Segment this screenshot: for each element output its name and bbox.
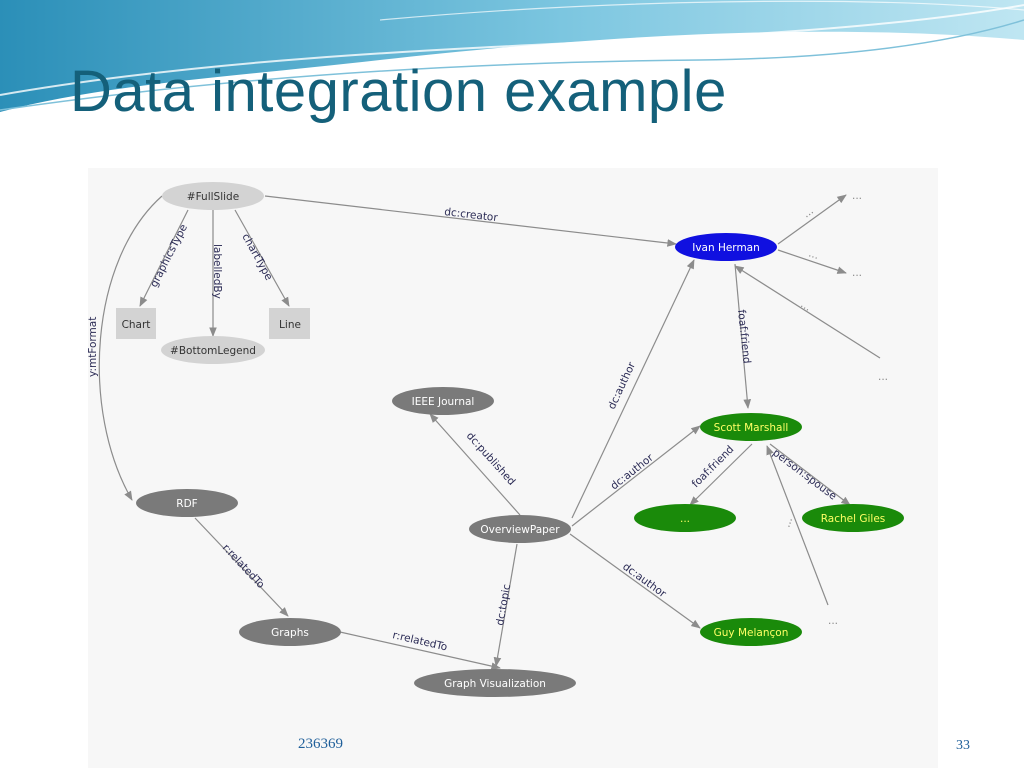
edge-ivan-ellipsis-1 (777, 194, 847, 245)
node-ieee-journal: IEEE Journal (392, 387, 494, 415)
edge-label-dc-author-2: dc:author (608, 451, 656, 492)
edge-label-dc-creator: dc:creator (444, 206, 499, 224)
node-ivan-herman: Ivan Herman (675, 233, 777, 261)
edge-r-related-to-1 (194, 517, 289, 617)
edge-graphics-type (139, 209, 189, 307)
ellipsis-edge-3: ... (798, 298, 813, 313)
edge-label-y-mt-format: y:mtFormat (87, 317, 99, 377)
ellipsis-node-top: ... (852, 190, 862, 202)
edge-label-graphics-type: graphicsType (148, 222, 190, 289)
page-number: 33 (956, 738, 970, 753)
node-fullslide: #FullSlide (162, 182, 264, 210)
edge-label-labelled-by: labelledBy (211, 244, 223, 299)
node-overview-paper: OverviewPaper (469, 515, 571, 543)
edge-label-dc-author-1: dc:author (606, 360, 639, 412)
node-label: Chart (122, 319, 151, 331)
ellipsis-node-mid: ... (852, 267, 862, 279)
node-label: #BottomLegend (170, 345, 256, 357)
diagram-panel (88, 168, 938, 768)
node-label: #FullSlide (187, 191, 239, 203)
node-friend-unknown: ... (634, 504, 736, 532)
node-label: Guy Melançon (714, 627, 789, 639)
node-label: Graph Visualization (444, 678, 546, 690)
node-label: Rachel Giles (821, 513, 886, 525)
edge-dc-author-2 (571, 425, 701, 527)
node-label: IEEE Journal (412, 396, 475, 408)
slide-title: Data integration example (70, 59, 727, 124)
ellipsis-node-bottom: ... (828, 615, 838, 627)
node-scott-marshall: Scott Marshall (700, 413, 802, 441)
edge-label-foaf-friend-1: foaf:friend (735, 309, 753, 364)
edge-foaf-friend-1 (734, 263, 752, 409)
header-wave-banner (0, 0, 1024, 112)
edge-foaf-friend-2 (689, 443, 753, 506)
node-label: RDF (176, 498, 197, 510)
footer-course-code: 236369 (298, 736, 343, 752)
edge-ivan-ellipsis-2 (777, 249, 847, 274)
edge-y-mt-format (98, 195, 163, 501)
edge-person-spouse (769, 443, 851, 506)
node-guy-melancon: Guy Melançon (700, 618, 802, 646)
edge-dc-topic (493, 543, 518, 667)
edge-ellipsis-to-ivan (734, 265, 881, 359)
edge-dc-author-3 (569, 533, 701, 629)
edge-dc-creator (264, 195, 677, 247)
edge-dc-author-1 (571, 259, 695, 519)
node-bottom-legend: #BottomLegend (161, 336, 265, 364)
ellipsis-edge-4: ... (781, 516, 796, 530)
ellipsis-node-right: ... (878, 371, 888, 383)
edge-label-dc-author-3: dc:author (620, 561, 669, 601)
edge-label-dc-published: dc:published (464, 430, 518, 488)
node-rachel-giles: Rachel Giles (802, 504, 904, 532)
edge-dc-published (429, 413, 521, 516)
node-rdf: RDF (136, 489, 238, 517)
node-label: Scott Marshall (714, 422, 789, 434)
edge-chart-type (234, 209, 290, 307)
node-line: Line (269, 308, 310, 339)
edge-r-related-to-2 (339, 631, 501, 670)
node-chart: Chart (116, 308, 156, 339)
edge-ellipsis-to-scott (766, 445, 829, 606)
edge-label-r-related-to-1: r:relatedTo (220, 542, 267, 591)
node-graphs: Graphs (239, 618, 341, 646)
edge-label-dc-topic: dc:topic (494, 583, 513, 627)
ellipsis-edge-2: ... (807, 247, 820, 262)
node-label: ... (680, 513, 690, 525)
node-label: OverviewPaper (480, 524, 560, 536)
node-label: Line (279, 319, 301, 331)
edge-label-person-spouse: person:spouse (770, 447, 838, 503)
edge-label-chart-type: chartType (239, 232, 274, 283)
node-label: Ivan Herman (692, 242, 760, 254)
node-graph-visualization: Graph Visualization (414, 669, 576, 697)
node-label: Graphs (271, 627, 309, 639)
